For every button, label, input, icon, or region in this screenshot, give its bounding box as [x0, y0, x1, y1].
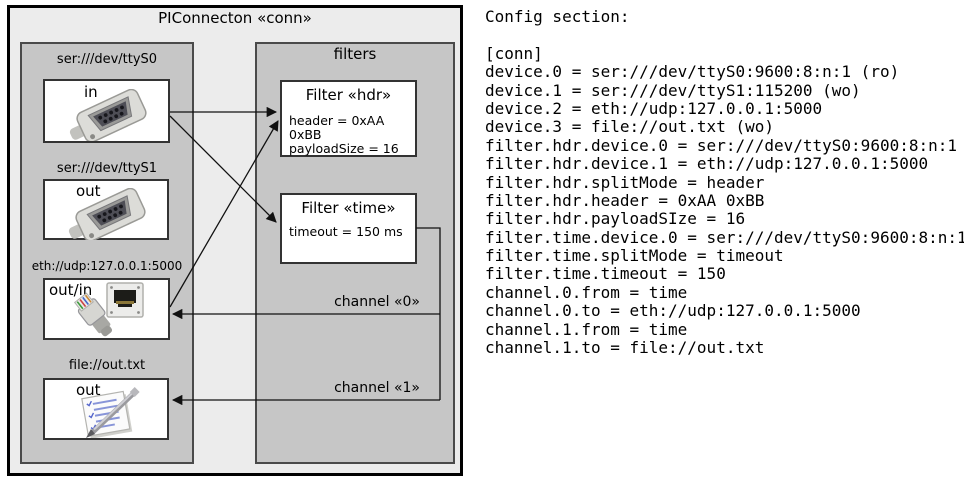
config-line-filter-time-device0: filter.time.device.0 = ser:///dev/ttyS0:… [485, 227, 964, 247]
config-line-filter-hdr-device1: filter.hdr.device.1 = eth://udp:127.0.0.… [485, 154, 929, 174]
config-line-channel1-to: channel.1.to = file://out.txt [485, 338, 765, 358]
config-line-filter-time-splitmode: filter.time.splitMode = timeout [485, 246, 784, 266]
device-direction: in [84, 83, 98, 101]
device-box-eth: out/in [43, 278, 170, 340]
filter-time-box: Filter «time» timeout = 150 ms [280, 193, 417, 264]
device-label-file: file://out.txt [68, 358, 146, 373]
config-line-filter-hdr-payloadsize: filter.hdr.payloadSIze = 16 [485, 209, 746, 229]
ethernet-connector-photo [73, 282, 144, 337]
device-box-file: out [43, 378, 169, 440]
config-line-filter-hdr-splitmode: filter.hdr.splitMode = header [485, 172, 765, 192]
filters-column-title: filters [333, 45, 377, 63]
device-direction: out [76, 381, 101, 399]
filter-time-param-timeout: timeout = 150 ms [289, 224, 403, 239]
filter-hdr-title: Filter «hdr» [305, 86, 392, 104]
filter-time-title: Filter «time» [301, 199, 396, 217]
device-label-eth: eth://udp:127.0.0.1:5000 [31, 259, 183, 273]
config-line-filter-hdr-header: filter.hdr.header = 0xAA 0xBB [485, 190, 765, 210]
config-heading: Config section: [485, 7, 630, 26]
config-line-device2: device.2 = eth://udp:127.0.0.1:5000 [485, 98, 823, 118]
filter-hdr-param-payloadsize: payloadSize = 16 [289, 141, 399, 156]
channel-1-label: channel «1» [334, 380, 420, 396]
filter-hdr-param-header: header = 0xAA 0xBB [289, 113, 385, 142]
filter-time-params: timeout = 150 ms [289, 225, 411, 239]
device-label-ttyS1: ser:///dev/ttyS1 [56, 161, 158, 176]
diagram-title: PIConnecton «conn» [158, 9, 312, 27]
serial-connector-photo [68, 188, 146, 240]
device-box-ttyS1: out [43, 179, 169, 240]
config-line-channel1-from: channel.1.from = time [485, 319, 688, 339]
config-line-section: [conn] [485, 43, 543, 63]
filter-hdr-box: Filter «hdr» header = 0xAA 0xBB payloadS… [280, 80, 417, 157]
config-section: Config section: [conn] device.0 = ser://… [485, 7, 964, 358]
config-line-channel0-to: channel.0.to = eth://udp:127.0.0.1:5000 [485, 301, 861, 321]
config-line-device0: device.0 = ser:///dev/ttyS0:9600:8:n:1 (… [485, 62, 900, 82]
serial-connector-photo [69, 89, 147, 141]
notepad-pencil-icon [81, 387, 140, 438]
config-line-filter-time-timeout: filter.time.timeout = 150 [485, 264, 726, 284]
config-line-device3: device.3 = file://out.txt (wo) [485, 117, 774, 137]
config-line-filter-hdr-device0: filter.hdr.device.0 = ser:///dev/ttyS0:9… [485, 135, 958, 155]
device-label-ttyS0: ser:///dev/ttyS0 [56, 52, 158, 67]
device-direction: out [76, 182, 101, 200]
filter-hdr-params: header = 0xAA 0xBB payloadSize = 16 [289, 114, 411, 156]
device-box-ttyS0: in [43, 79, 170, 143]
config-line [485, 26, 961, 44]
config-line-device1: device.1 = ser:///dev/ttyS1:115200 (wo) [485, 80, 861, 100]
config-line-channel0-from: channel.0.from = time [485, 282, 688, 302]
device-direction: out/in [49, 281, 93, 299]
channel-0-label: channel «0» [334, 294, 420, 310]
